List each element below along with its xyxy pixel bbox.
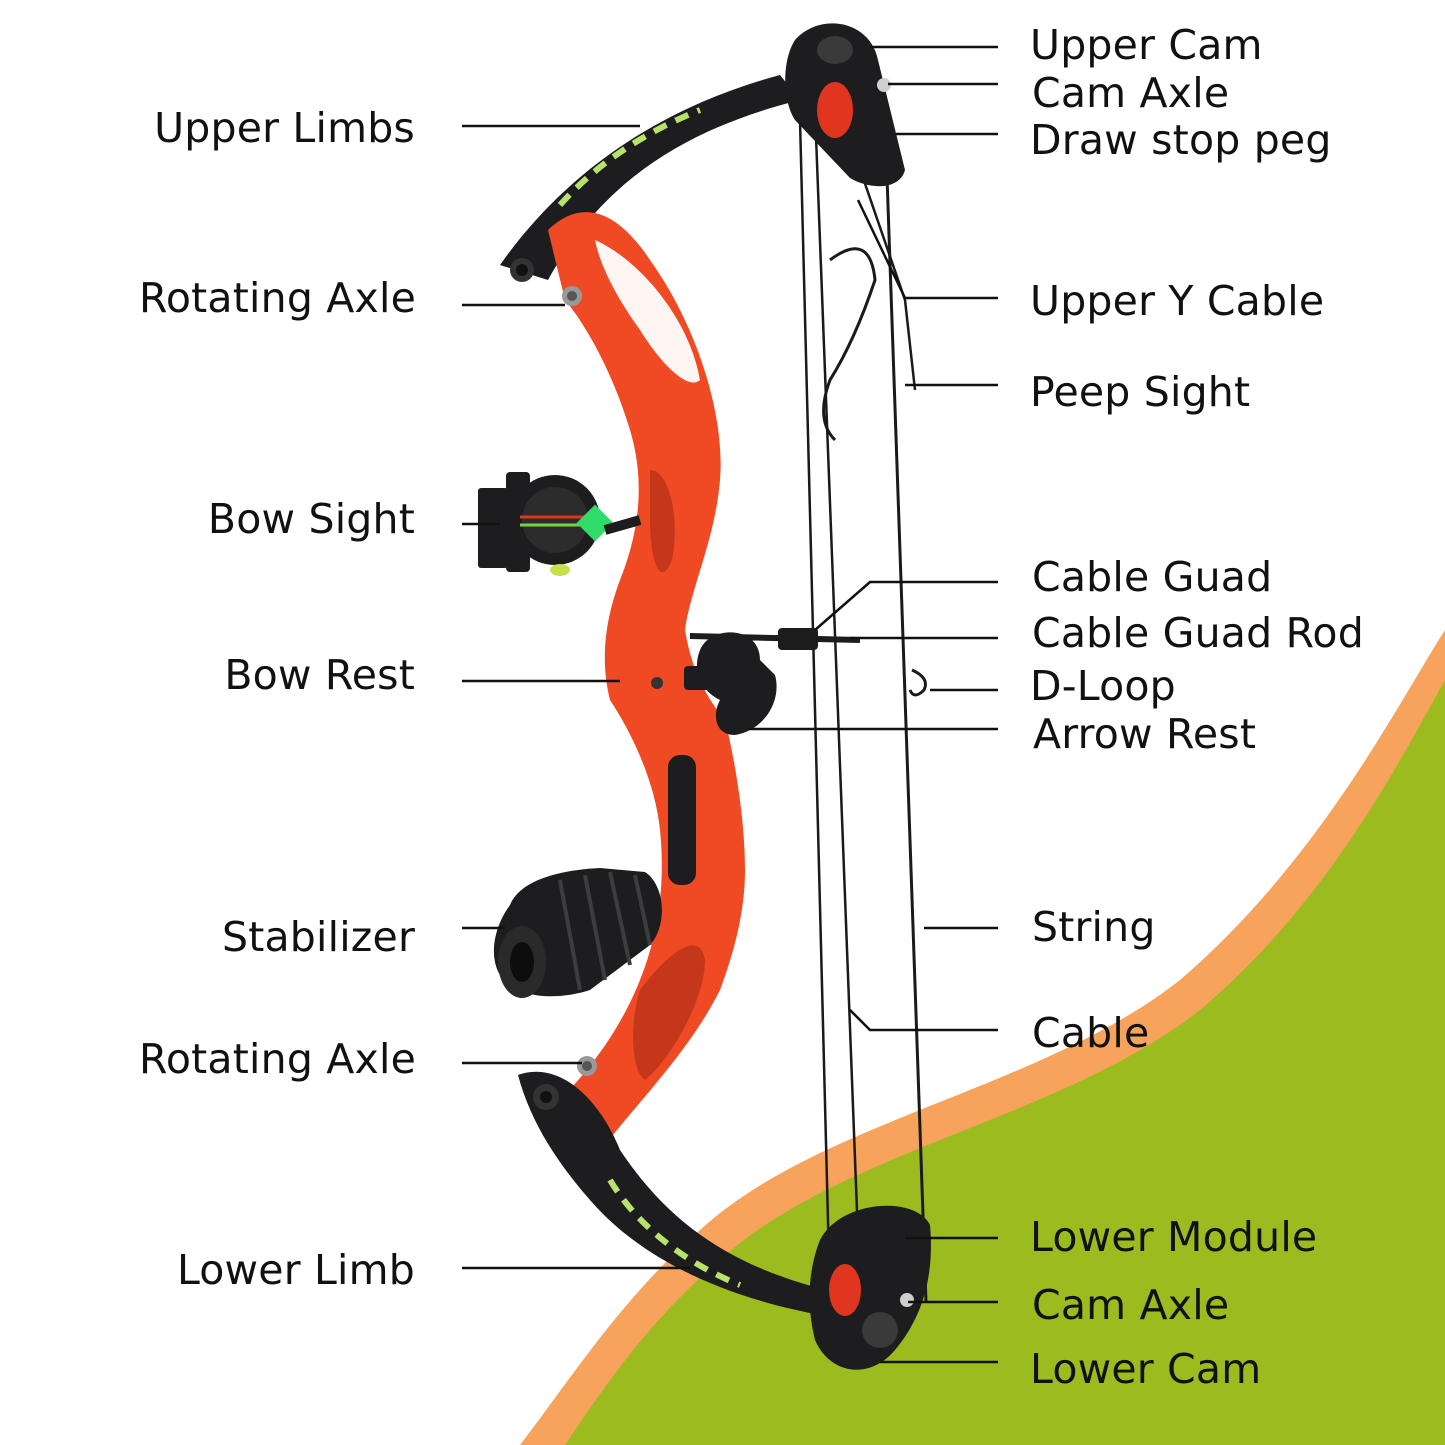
upper-cam-drawn bbox=[785, 23, 905, 187]
label-cable-guad: Cable Guad bbox=[1032, 553, 1273, 601]
riser-cutout-2 bbox=[650, 470, 675, 573]
riser-shape bbox=[548, 212, 745, 1146]
label-d-loop: D-Loop bbox=[1030, 662, 1176, 710]
string-loop bbox=[822, 247, 877, 442]
label-peep-sight: Peep Sight bbox=[1030, 368, 1251, 416]
label-cam-axle-top: Cam Axle bbox=[1032, 69, 1230, 117]
cable-line-1 bbox=[798, 119, 832, 1301]
label-string: String bbox=[1032, 903, 1156, 951]
upper-limb-graphic bbox=[557, 107, 702, 207]
d-loop-drawn bbox=[908, 668, 927, 697]
riser-cutout-1 bbox=[595, 240, 700, 383]
label-upper-limbs: Upper Limbs bbox=[154, 104, 415, 152]
label-cable-guad-rod: Cable Guad Rod bbox=[1032, 609, 1364, 657]
leader-upper-y-cable bbox=[856, 199, 998, 300]
label-rotating-axle-top: Rotating Axle bbox=[139, 274, 416, 322]
riser-cutout-3 bbox=[633, 945, 705, 1080]
label-upper-y-cable: Upper Y Cable bbox=[1030, 277, 1325, 325]
grip-pad bbox=[668, 755, 696, 885]
leader-cable-guad bbox=[814, 580, 998, 631]
upper-limb-shape bbox=[500, 75, 800, 280]
bow-strings bbox=[798, 89, 928, 1303]
label-lower-cam: Lower Cam bbox=[1030, 1345, 1262, 1393]
label-upper-cam: Upper Cam bbox=[1030, 21, 1263, 69]
lower-limb-graphic bbox=[607, 1178, 742, 1288]
bow-sight-icon bbox=[478, 472, 642, 576]
stabilizer-icon bbox=[493, 868, 662, 998]
label-cable: Cable bbox=[1032, 1009, 1150, 1057]
upper-y-cable bbox=[848, 139, 917, 391]
lower-cam-drawn bbox=[809, 1205, 931, 1370]
label-lower-module: Lower Module bbox=[1030, 1213, 1318, 1261]
leader-cable bbox=[849, 1009, 998, 1032]
label-draw-stop-peg: Draw stop peg bbox=[1030, 116, 1332, 164]
label-bow-rest: Bow Rest bbox=[224, 651, 415, 699]
label-lower-limb: Lower Limb bbox=[176, 1246, 415, 1294]
label-cam-axle-bottom: Cam Axle bbox=[1032, 1281, 1230, 1329]
arrow-rest-icon bbox=[684, 632, 777, 735]
label-rotating-axle-bottom: Rotating Axle bbox=[139, 1035, 416, 1083]
green-wave bbox=[565, 680, 1445, 1445]
string-line bbox=[882, 89, 928, 1303]
label-arrow-rest: Arrow Rest bbox=[1033, 710, 1257, 758]
label-stabilizer: Stabilizer bbox=[221, 913, 415, 961]
cable-line-2 bbox=[813, 109, 862, 1291]
label-bow-sight: Bow Sight bbox=[207, 495, 415, 543]
leader-lines bbox=[462, 45, 998, 1364]
